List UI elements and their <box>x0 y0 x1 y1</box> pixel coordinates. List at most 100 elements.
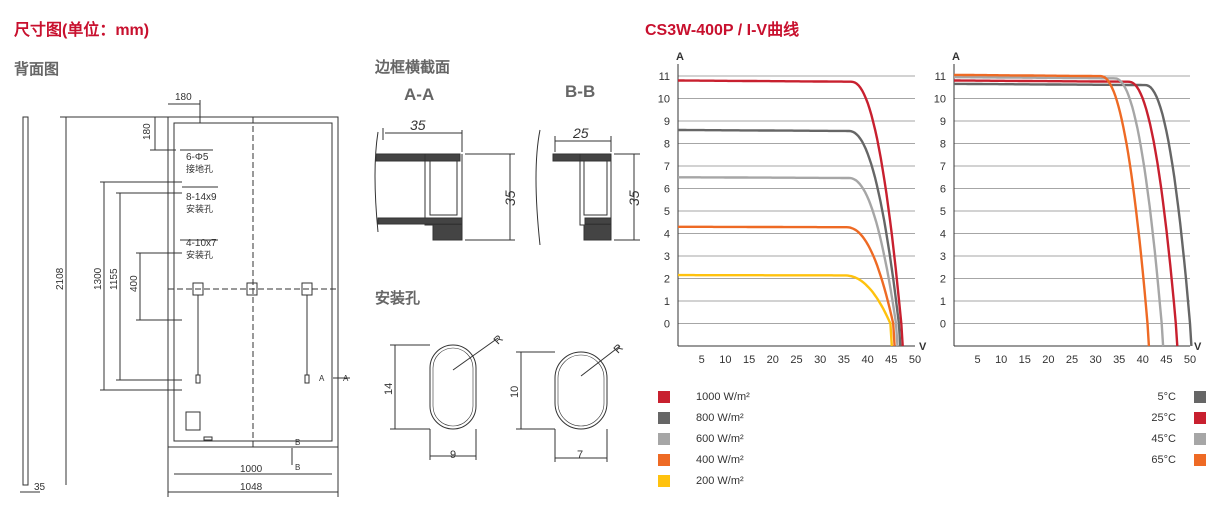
legend2-swatch <box>1194 412 1206 424</box>
bb-height-dim: 35 <box>626 190 642 206</box>
chart2-ytick: 2 <box>940 274 946 286</box>
dim-180-top: 180 <box>175 92 192 103</box>
aa-height-dim: 35 <box>502 190 518 206</box>
mount-hole-title: 安装孔 <box>375 290 421 307</box>
legend1-swatch <box>658 454 670 466</box>
chart1-xtick: 30 <box>814 354 826 366</box>
chart2-ylabel: A <box>952 51 960 63</box>
back-view-title: 背面图 <box>14 61 60 78</box>
chart1-xtick: 15 <box>743 354 755 366</box>
legend2-item: 25°C <box>1138 411 1206 425</box>
aa-backsheet <box>377 217 463 225</box>
aa-glass <box>375 153 461 162</box>
legend1-item: 200 W/m² <box>658 474 744 488</box>
bb-backsheet <box>584 217 612 225</box>
chart2-ytick: 9 <box>940 116 946 128</box>
large-hole-h: 14 <box>383 383 395 395</box>
chart1-ytick: 11 <box>659 71 670 83</box>
legend1-label: 1000 W/m² <box>696 391 750 403</box>
small-hole-h: 10 <box>509 386 521 398</box>
legend2-label: 5°C <box>1157 391 1176 403</box>
legend1-label: 200 W/m² <box>696 475 744 487</box>
chart2-ytick: 6 <box>940 184 946 196</box>
marker-a-right: A <box>343 374 349 383</box>
chart1-ylabel: A <box>676 51 684 63</box>
side-profile <box>22 116 29 486</box>
chart1-xtick: 35 <box>838 354 850 366</box>
chart1-ytick: 7 <box>664 161 670 173</box>
legend1-label: 400 W/m² <box>696 454 744 466</box>
chart2-series-2 <box>954 75 1165 347</box>
aa-flange <box>432 225 463 241</box>
bb-glass <box>552 153 612 162</box>
chart2-xlabel: V <box>1194 341 1202 353</box>
chart1-xtick: 50 <box>909 354 921 366</box>
chart1-ytick: 10 <box>658 94 670 106</box>
legend1-item: 800 W/m² <box>658 411 744 425</box>
chart1-ytick: 8 <box>664 139 670 151</box>
dim-400: 400 <box>129 275 140 292</box>
section-bb-label: B-B <box>565 82 596 101</box>
dim-1000: 1000 <box>240 464 263 475</box>
chart2-ytick: 11 <box>935 71 946 83</box>
chart1-ytick: 2 <box>664 274 670 286</box>
aa-break-line <box>374 131 379 233</box>
junction-box-2 <box>246 282 258 296</box>
large-hole-w: 9 <box>450 449 456 461</box>
legend1-label: 800 W/m² <box>696 412 744 424</box>
drain-hole <box>203 436 213 441</box>
chart1-ytick: 1 <box>664 296 670 308</box>
dimension-title: 尺寸图(单位：mm) <box>14 22 150 39</box>
chart1-ytick: 4 <box>664 229 670 241</box>
aa-frame-body <box>424 154 463 226</box>
chart2-series-3 <box>954 73 1151 347</box>
chart1-xlabel: V <box>919 341 927 353</box>
label-plate <box>185 411 201 431</box>
mount-hole-small <box>554 351 608 430</box>
hole-ground-spec: 6-Φ5 <box>186 152 209 163</box>
mount-hole-large <box>429 344 477 430</box>
chart1-series-1 <box>678 128 902 347</box>
large-hole-r: R <box>492 333 506 347</box>
hole-mount2-label: 安装孔 <box>186 249 213 260</box>
small-hole-w: 7 <box>577 449 583 461</box>
chart2-ytick: 8 <box>940 139 946 151</box>
chart2-xtick: 40 <box>1137 354 1149 366</box>
junction-box-1 <box>192 282 204 296</box>
chart2-xtick: 10 <box>995 354 1007 366</box>
connector-2 <box>304 374 310 384</box>
legend1-swatch <box>658 475 670 487</box>
chart1-xtick: 40 <box>861 354 873 366</box>
legend1-item: 600 W/m² <box>658 432 744 446</box>
chart1-ytick: 0 <box>664 319 670 331</box>
frame-section-title: 边框横截面 <box>375 59 451 76</box>
chart2-xtick: 5 <box>975 354 981 366</box>
junction-box-3 <box>301 282 313 296</box>
hole-ground-label: 接地孔 <box>186 163 213 174</box>
marker-b-top: B <box>295 438 300 447</box>
connector-1 <box>195 374 201 384</box>
chart1-series-3 <box>678 225 896 347</box>
dim-1155: 1155 <box>109 268 120 290</box>
dim-1300: 1300 <box>93 267 104 290</box>
dim-2108: 2108 <box>55 267 66 290</box>
section-aa-label: A-A <box>404 85 435 104</box>
chart1-xtick: 5 <box>699 354 705 366</box>
chart2-series-0 <box>954 82 1193 347</box>
small-hole-r: R <box>612 342 626 356</box>
bb-width-dim: 25 <box>572 125 589 141</box>
chart2-xtick: 35 <box>1113 354 1125 366</box>
bb-frame-body <box>579 154 612 226</box>
aa-frame-inner <box>429 161 458 216</box>
chart1-xtick: 10 <box>719 354 731 366</box>
chart2-ytick: 4 <box>940 229 946 241</box>
marker-a-left: A <box>319 374 325 383</box>
chart2-xtick: 30 <box>1089 354 1101 366</box>
hole-mount1-spec: 8-14x9 <box>186 192 217 203</box>
chart2-xtick: 50 <box>1184 354 1196 366</box>
chart-title: CS3W-400P / I-V曲线 <box>645 22 800 39</box>
legend2-item: 5°C <box>1138 390 1206 404</box>
chart2-xtick: 20 <box>1042 354 1054 366</box>
